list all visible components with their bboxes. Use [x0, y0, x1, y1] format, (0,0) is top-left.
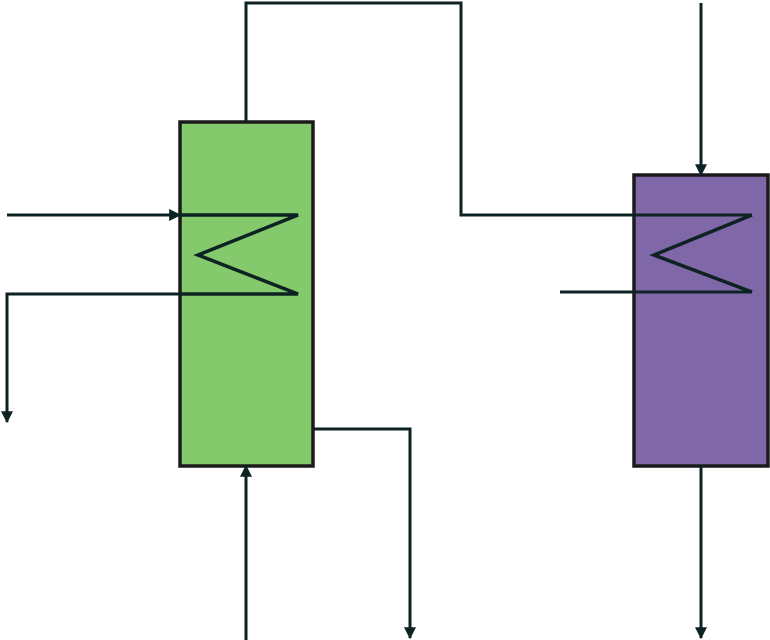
purple-vessel [632, 173, 770, 468]
purple-heating-coil [649, 213, 753, 294]
green-overhead-to-purple-coil-line [244, 1, 752, 217]
green-side-draw-arrow [313, 427, 416, 640]
green-coil-outlet-arrow [0, 292, 180, 424]
green-heating-coil [180, 213, 299, 296]
